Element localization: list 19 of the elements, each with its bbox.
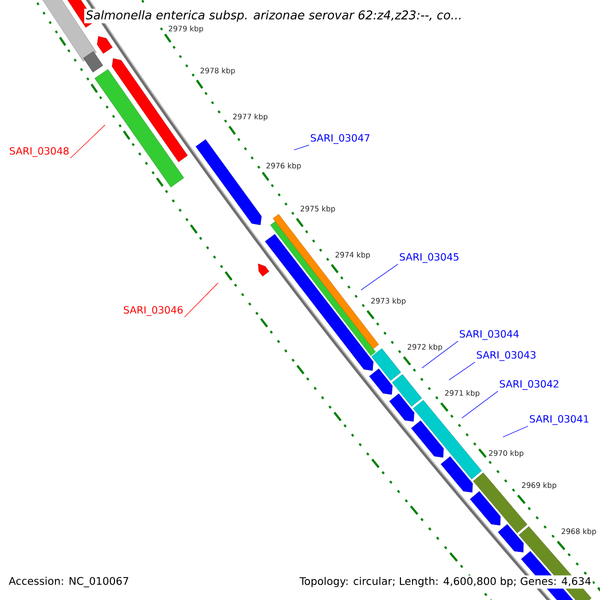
footer-text: Topology: circular; Length: 4,600,800 bp; Genes: 4,634 [298,575,593,589]
leader-line [462,390,498,418]
leader-line [502,426,528,438]
leader-line [360,264,398,290]
footer-text: Accession: NC_010067 [7,575,131,589]
gene-label: SARI_03047 [310,134,370,144]
gene-label: SARI_03043 [476,351,536,361]
title: Salmonella enterica subsp. arizonae serovar 62:z4,z23:--, co... [84,8,464,24]
gene-label: SARI_03041 [530,415,588,425]
gene-label: SARI_03048 [10,147,69,157]
gene-label: SARI_03046 [124,306,183,316]
gene-label: SARI_03042 [500,380,558,390]
leader-line [184,282,218,318]
leader-line [422,340,458,368]
gene-label: SARI_03045 [400,253,458,263]
gene-label: SARI_03044 [460,330,519,340]
leader-line [70,124,106,158]
leader-line [294,144,310,150]
leader-line [448,362,476,380]
